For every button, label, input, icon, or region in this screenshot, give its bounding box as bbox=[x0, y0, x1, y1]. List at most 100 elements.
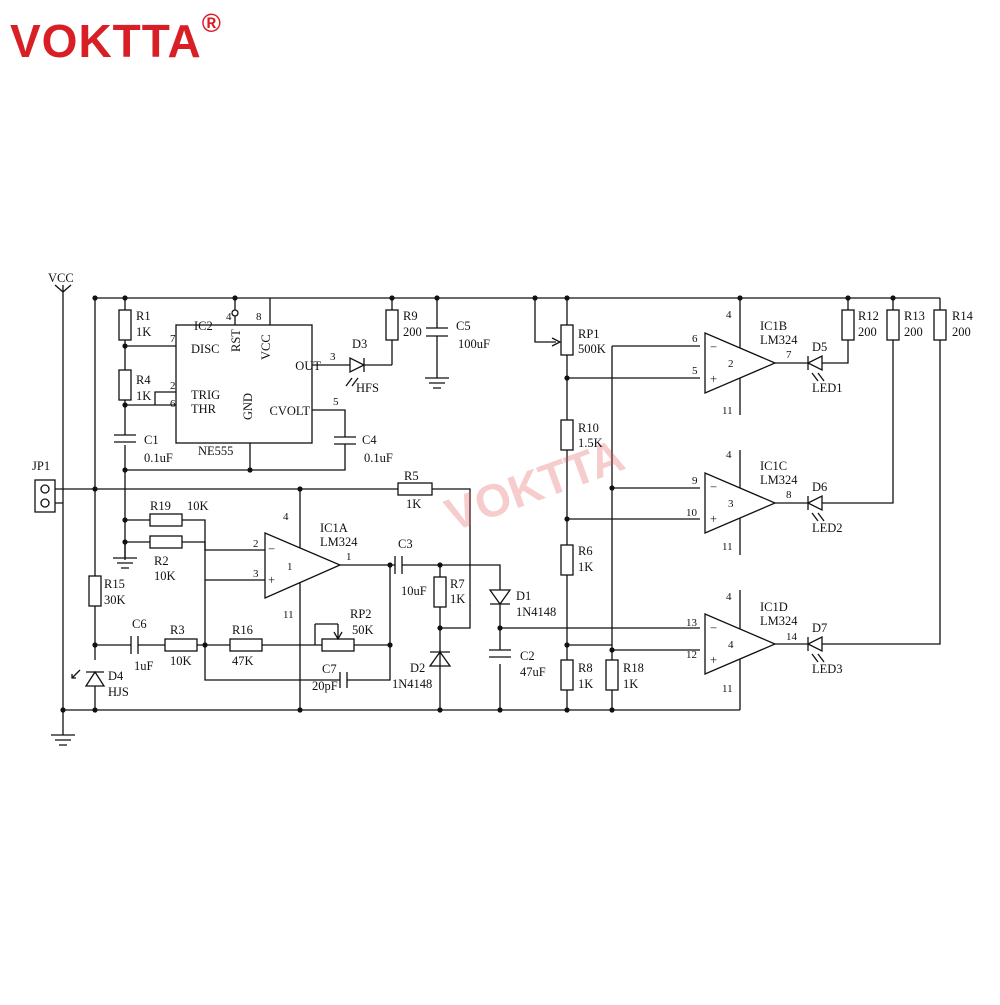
ic1a-pin-2: 2 bbox=[253, 538, 259, 550]
ic1a-pin-3: 3 bbox=[253, 568, 259, 580]
pin-number-5: 5 bbox=[333, 396, 339, 408]
ic1c-pin-8: 8 bbox=[786, 489, 792, 501]
r5-resistor bbox=[397, 482, 433, 496]
ic1b-stage-2: 2 bbox=[728, 358, 734, 370]
label-r7-value: 1K bbox=[450, 592, 465, 606]
pin-number-7: 7 bbox=[170, 333, 176, 345]
label-c3-value: 10uF bbox=[401, 584, 427, 598]
registered-mark: ® bbox=[201, 8, 222, 38]
label-r9-value: 200 bbox=[403, 325, 422, 339]
label-rp1: RP1 bbox=[578, 327, 600, 341]
jp1-connector bbox=[34, 479, 56, 513]
label-d7-value: LED3 bbox=[812, 662, 843, 676]
label-c5-value: 100uF bbox=[458, 337, 490, 351]
label-r8: R8 bbox=[578, 661, 593, 675]
ic1b-pin-5: 5 bbox=[692, 365, 698, 377]
label-r3: R3 bbox=[170, 623, 185, 637]
d6-led bbox=[806, 494, 825, 522]
label-d5: D5 bbox=[812, 340, 827, 354]
ic1b-pin-11: 11 bbox=[722, 405, 733, 417]
pin-out: OUT bbox=[295, 359, 321, 373]
label-d2-value: 1N4148 bbox=[392, 677, 432, 691]
label-r9: R9 bbox=[403, 309, 418, 323]
label-c2: C2 bbox=[520, 649, 535, 663]
ic1c-plus: + bbox=[710, 512, 717, 526]
label-r6: R6 bbox=[578, 544, 593, 558]
r15-resistor bbox=[88, 575, 102, 607]
ic1c-pin-9: 9 bbox=[692, 475, 698, 487]
r6-resistor bbox=[560, 544, 574, 576]
pin-trig: TRIG bbox=[191, 388, 220, 402]
label-r10: R10 bbox=[578, 421, 599, 435]
label-r18-value: 1K bbox=[623, 677, 638, 691]
label-rp2-value: 50K bbox=[352, 623, 374, 637]
label-c2-value: 47uF bbox=[520, 665, 546, 679]
ic1b-minus: − bbox=[710, 340, 717, 354]
r13-resistor bbox=[886, 309, 900, 341]
r3-resistor bbox=[164, 638, 198, 652]
rp1-potentiometer bbox=[560, 324, 574, 356]
label-rp1-value: 500K bbox=[578, 342, 606, 356]
label-d4: D4 bbox=[108, 669, 124, 683]
pin-number-8: 8 bbox=[256, 311, 262, 323]
label-c3: C3 bbox=[398, 537, 413, 551]
r12-resistor bbox=[841, 309, 855, 341]
d5-led bbox=[806, 354, 825, 382]
pin-thr: THR bbox=[191, 402, 217, 416]
label-ic1b-part: LM324 bbox=[760, 333, 798, 347]
label-ic1c-part: LM324 bbox=[760, 473, 798, 487]
label-r1-value: 1K bbox=[136, 325, 151, 339]
ic1a-opamp bbox=[264, 532, 342, 599]
ic1b-pin-7: 7 bbox=[786, 349, 792, 361]
r8-resistor bbox=[560, 659, 574, 691]
ic1c-stage-3: 3 bbox=[728, 498, 734, 510]
label-r19: R19 bbox=[150, 499, 171, 513]
label-c6-value: 1uF bbox=[134, 659, 154, 673]
ic1b-pin-6: 6 bbox=[692, 333, 698, 345]
pin-vcc-ic2: VCC bbox=[259, 334, 273, 360]
label-c1: C1 bbox=[144, 433, 159, 447]
d3-led bbox=[345, 356, 392, 387]
label-r19-value: 10K bbox=[187, 499, 209, 513]
ic1c-minus: − bbox=[710, 480, 717, 494]
pin-number-2: 2 bbox=[170, 380, 176, 392]
ic1d-plus: + bbox=[710, 653, 717, 667]
ic1d-minus: − bbox=[710, 621, 717, 635]
label-d6-value: LED2 bbox=[812, 521, 843, 535]
label-r4-value: 1K bbox=[136, 389, 151, 403]
pin-disc: DISC bbox=[191, 342, 219, 356]
brand-name: VOKTTA bbox=[10, 15, 202, 67]
c4-capacitor bbox=[334, 436, 356, 445]
label-r2-value: 10K bbox=[154, 569, 176, 583]
ic1d-pin-14: 14 bbox=[786, 631, 798, 643]
vcc-left-vertical bbox=[54, 284, 72, 735]
r19-resistor bbox=[149, 513, 183, 527]
c7-capacitor bbox=[339, 672, 348, 688]
label-ic1b: IC1B bbox=[760, 319, 787, 333]
ic1a-pin-4: 4 bbox=[283, 511, 289, 523]
ic1a-plus: + bbox=[268, 573, 275, 587]
ic1c-pin-4: 4 bbox=[726, 449, 732, 461]
d4-led bbox=[71, 669, 106, 687]
label-r18: R18 bbox=[623, 661, 644, 675]
label-ic2: IC2 bbox=[194, 319, 213, 333]
label-d3: D3 bbox=[352, 337, 367, 351]
brand-logo: VOKTTA® bbox=[10, 8, 222, 68]
label-r12-value: 200 bbox=[858, 325, 877, 339]
label-c6: C6 bbox=[132, 617, 147, 631]
c2-capacitor bbox=[489, 649, 511, 658]
ic1a-minus: − bbox=[268, 542, 275, 556]
ic1d-pin-11: 11 bbox=[722, 683, 733, 695]
ic2-ne555-box bbox=[175, 324, 313, 444]
r10-resistor bbox=[560, 419, 574, 451]
label-r12: R12 bbox=[858, 309, 879, 323]
label-r14: R14 bbox=[952, 309, 974, 323]
label-vcc: VCC bbox=[48, 271, 74, 285]
label-r16: R16 bbox=[232, 623, 253, 637]
label-c5: C5 bbox=[456, 319, 471, 333]
pin-number-4: 4 bbox=[226, 311, 232, 323]
label-r13: R13 bbox=[904, 309, 925, 323]
r4-resistor bbox=[118, 369, 132, 401]
